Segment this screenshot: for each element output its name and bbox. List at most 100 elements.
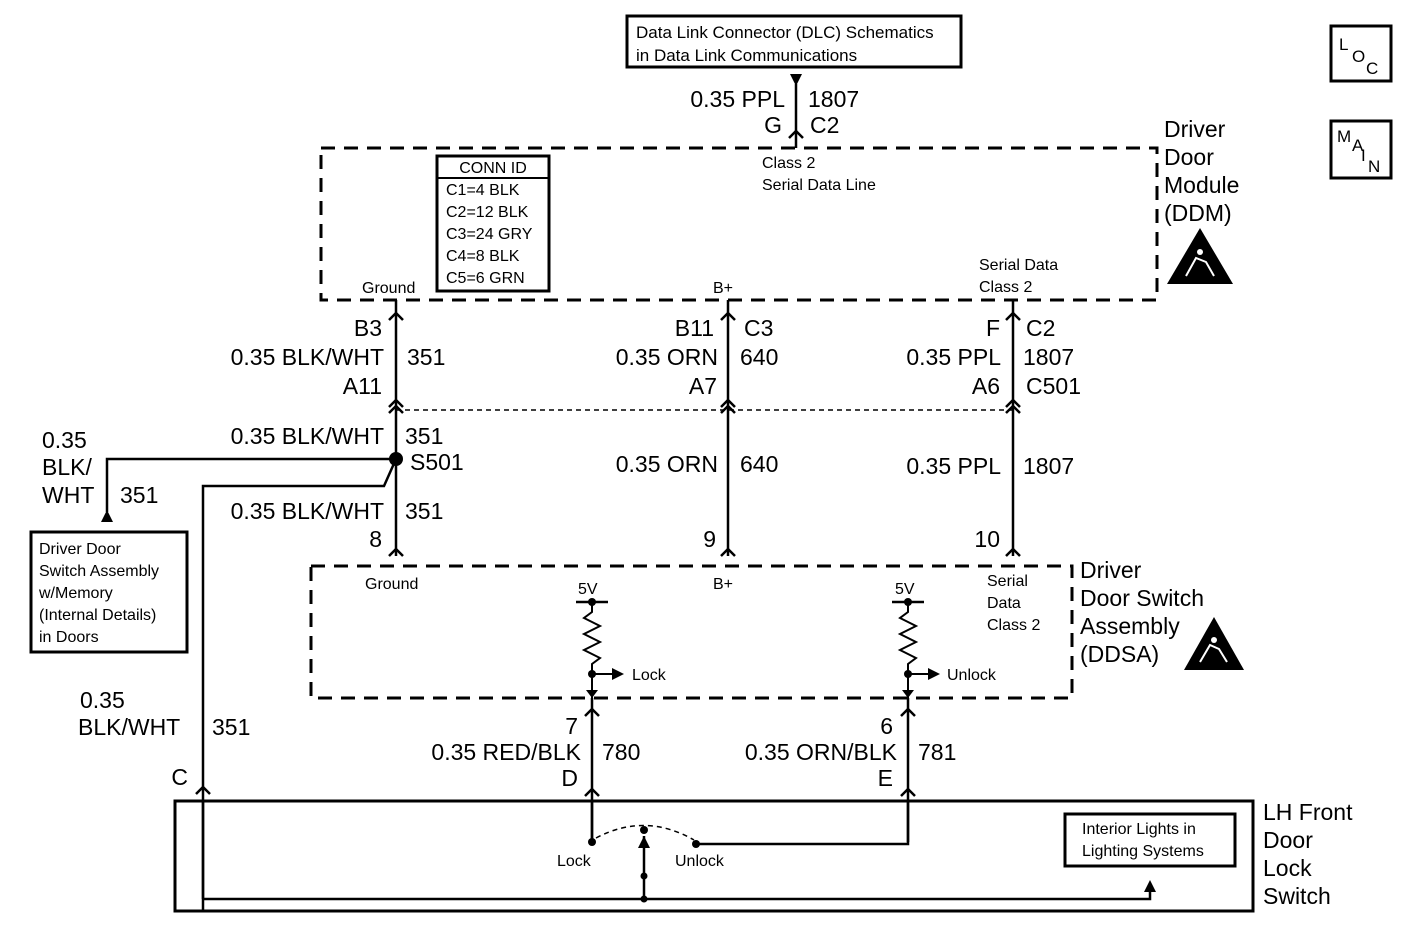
lh-front-door-lock-switch: LH Front Door Lock Switch Lock Unlock In… (173, 799, 1353, 913)
ground-pin-ddsa: 8 (369, 526, 382, 552)
ground-pin-bottom: A11 (343, 373, 382, 399)
ddsa-ref-line: w/Memory (38, 585, 113, 602)
top-wire-gauge: 0.35 PPL (690, 86, 785, 112)
loc-icon[interactable]: L O C (1329, 24, 1393, 83)
splice-label: S501 (410, 449, 464, 475)
connector-chevron-icon (900, 787, 916, 797)
conn-id-row: C1=4 BLK (446, 182, 520, 199)
ddm-module: Class 2 Serial Data Line Ground B+ Seria… (319, 116, 1239, 302)
bplus-circuit: 640 (740, 344, 778, 370)
loc-letter-o: O (1352, 47, 1365, 66)
ddm-bplus-label: B+ (713, 280, 733, 297)
switch-lock-label: Lock (557, 853, 592, 870)
main-letter-m: M (1337, 127, 1351, 146)
ground-pin-top: B3 (354, 315, 382, 341)
bplus-wire-640: B11 C3 0.35 ORN 640 A7 0.35 ORN 640 9 (616, 300, 778, 557)
unlock-wire-781: 6 0.35 ORN/BLK 781 E (745, 698, 956, 842)
wire-c-gauge-1: 0.35 (80, 687, 125, 713)
ddsa-serial-label-3: Class 2 (987, 617, 1040, 634)
bplus-gauge: 0.35 ORN (616, 344, 718, 370)
switch-name-3: Lock (1263, 855, 1312, 881)
ddsa-bplus-label: B+ (713, 576, 733, 593)
switch-arc (595, 824, 695, 841)
main-icon[interactable]: M A I N (1329, 119, 1393, 180)
serial-circuit: 1807 (1023, 344, 1074, 370)
conn-id-row: C5=6 GRN (446, 270, 525, 287)
arrow-down-icon (902, 690, 914, 698)
connector-chevron-icon (720, 404, 736, 414)
wire-c-circuit: 351 (212, 714, 250, 740)
serial-conn-top: C2 (1026, 315, 1055, 341)
bplus-pin-bottom: A7 (689, 373, 717, 399)
connector-chevron-icon (788, 129, 804, 139)
ddsa-ref-line: in Doors (39, 629, 99, 646)
unlock-voltage: 5V (895, 581, 915, 598)
connector-chevron-icon (1005, 547, 1021, 557)
ddm-serial-label-1: Serial Data (979, 257, 1058, 274)
unlock-pin: E (878, 765, 893, 791)
loc-letter-l: L (1339, 35, 1348, 54)
connector-chevron-icon (1005, 311, 1021, 321)
interior-lights-reference-box[interactable]: Interior Lights in Lighting Systems (1063, 812, 1237, 868)
ddm-serial-line-2: Serial Data Line (762, 177, 876, 194)
loc-letter-c: C (1366, 59, 1378, 78)
dlc-reference-box[interactable]: Data Link Connector (DLC) Schematics in … (625, 14, 963, 69)
arrow-up-icon (1144, 880, 1156, 892)
bplus-circuit-2: 640 (740, 451, 778, 477)
main-letter-i: I (1361, 146, 1366, 165)
lock-wire-780: 7 0.35 RED/BLK 780 D (431, 698, 640, 840)
main-letter-n: N (1368, 157, 1380, 176)
branch-gauge-2: BLK/ (42, 454, 92, 480)
ground-circuit: 351 (407, 344, 445, 370)
connector-chevron-icon (720, 311, 736, 321)
ground-gauge-3: 0.35 BLK/WHT (231, 498, 384, 524)
branch-gauge-3: WHT (42, 482, 94, 508)
unlock-gauge: 0.35 ORN/BLK (745, 739, 898, 765)
conn-id-row: C4=8 BLK (446, 248, 520, 265)
wire-c-351: 0.35 BLK/WHT 351 C (78, 458, 398, 910)
ddsa-module: Ground B+ Serial Data Class 2 Driver Doo… (309, 557, 1244, 700)
arrow-right-icon (612, 668, 624, 680)
branch-wire-351: 0.35 BLK/ WHT 351 (42, 427, 396, 522)
lock-gauge: 0.35 RED/BLK (431, 739, 581, 765)
unlock-circuit: 781 (918, 739, 956, 765)
connector-chevron-icon (1005, 398, 1021, 408)
serial-pin-bottom: A6 (972, 373, 1000, 399)
serial-wire-1807: F C2 0.35 PPL 1807 A6 C501 0.35 PPL 1807… (906, 300, 1081, 557)
conn-id-row: C3=24 GRY (446, 226, 533, 243)
bplus-pin-ddsa: 9 (703, 526, 716, 552)
ddsa-serial-label-1: Serial (987, 573, 1028, 590)
conn-id-row: C2=12 BLK (446, 204, 529, 221)
connector-chevron-icon (1005, 404, 1021, 414)
unlock-pin-top: 6 (880, 713, 893, 739)
arrow-down-icon (790, 74, 802, 86)
lock-voltage: 5V (578, 581, 598, 598)
dlc-ref-line2: in Data Link Communications (636, 46, 857, 65)
lock-pullup-resistor: 5V Lock (576, 581, 667, 700)
serial-circuit-2: 1807 (1023, 453, 1074, 479)
ddsa-serial-label-2: Data (987, 595, 1021, 612)
connector-chevron-icon (195, 785, 211, 795)
wire-c-pin: C (171, 764, 188, 790)
ddsa-name-4: (DDSA) (1080, 641, 1159, 667)
connector-chevron-icon (584, 787, 600, 797)
esd-warning-icon (1184, 617, 1244, 670)
connector-chevron-icon (720, 398, 736, 408)
switch-name-4: Switch (1263, 883, 1331, 909)
ddm-serial-label-2: Class 2 (979, 279, 1032, 296)
serial-pin-ddsa: 10 (974, 526, 1000, 552)
connector-chevron-icon (900, 707, 916, 717)
conn-id-title: CONN ID (459, 160, 527, 177)
ddm-serial-line-1: Class 2 (762, 155, 815, 172)
ddsa-reference-box[interactable]: Driver Door Switch Assembly w/Memory (In… (29, 530, 189, 654)
main-letter-a: A (1352, 136, 1364, 155)
unlock-label: Unlock (947, 667, 997, 684)
connector-chevron-icon (388, 547, 404, 557)
ddsa-ref-line: Driver Door (39, 541, 121, 558)
ground-circuit-2: 351 (405, 423, 443, 449)
lock-pin-top: 7 (565, 713, 578, 739)
connector-chevron-icon (720, 547, 736, 557)
ground-gauge-2: 0.35 BLK/WHT (231, 423, 384, 449)
serial-conn-bottom: C501 (1026, 373, 1081, 399)
